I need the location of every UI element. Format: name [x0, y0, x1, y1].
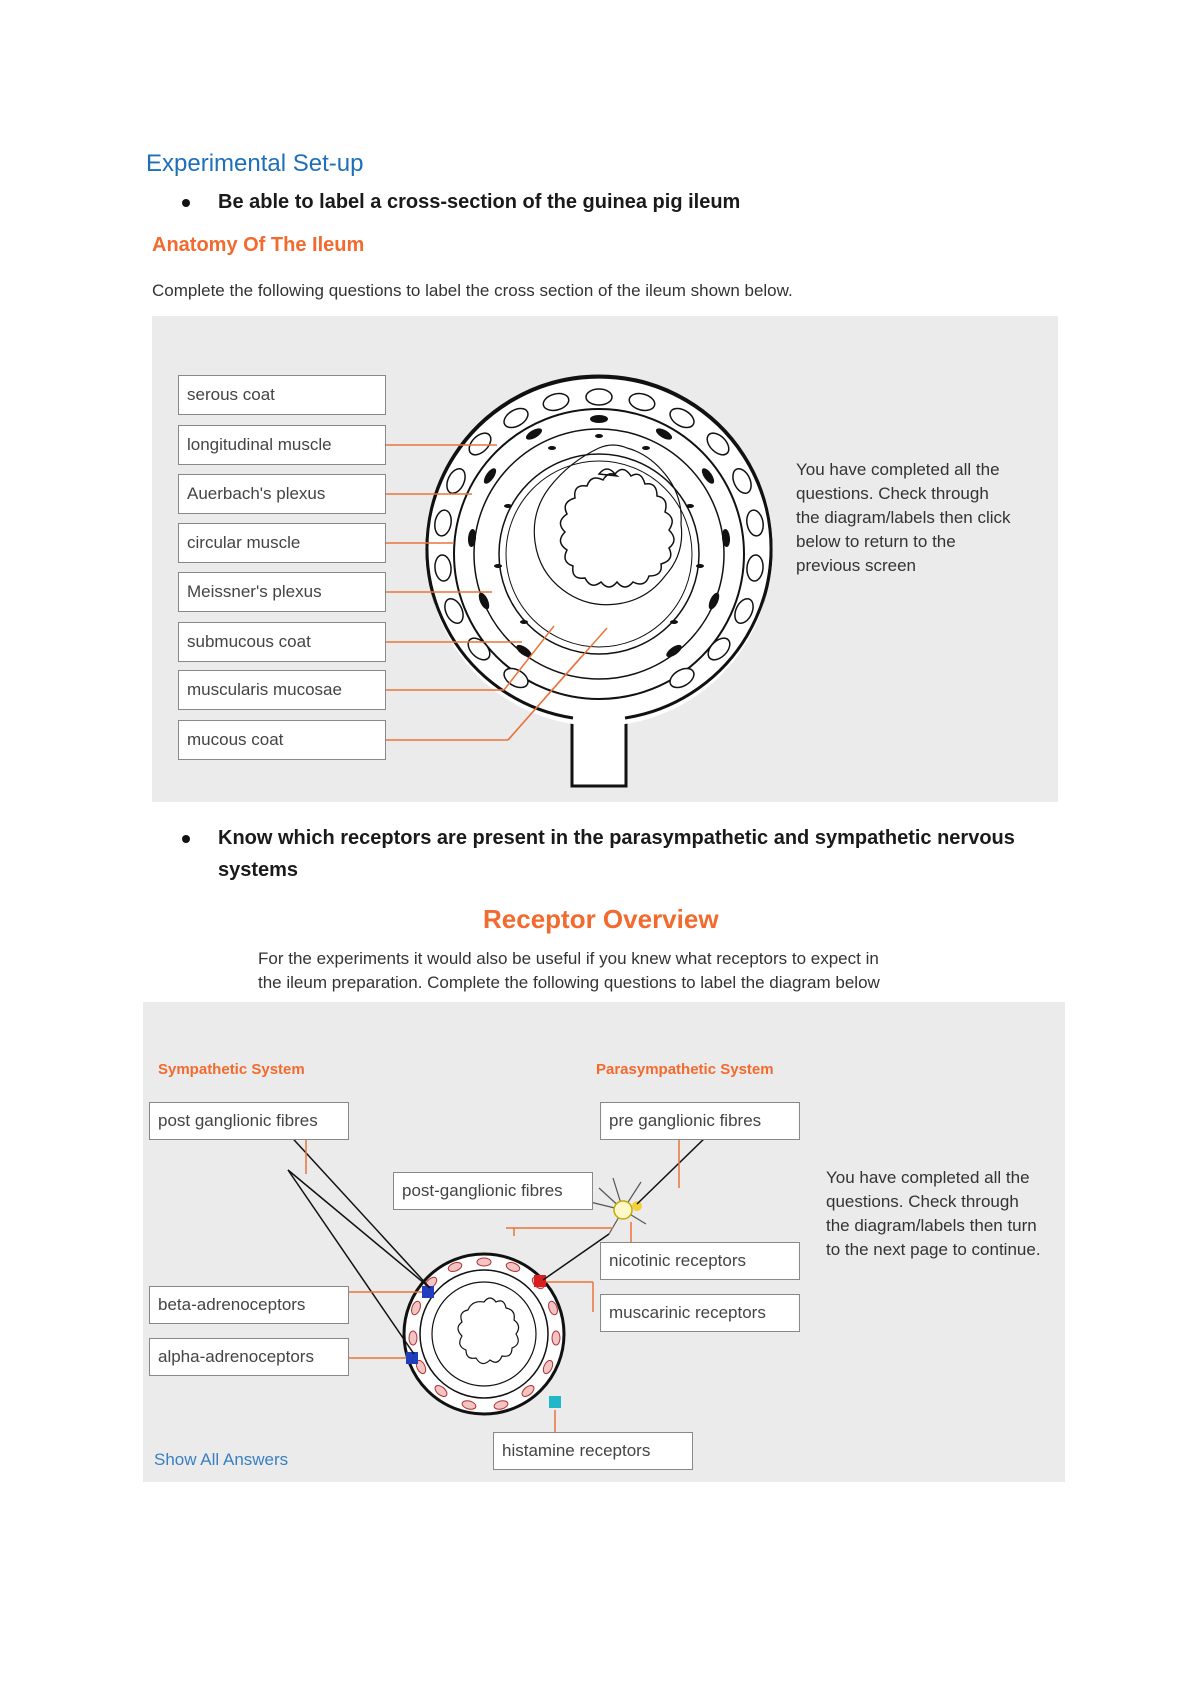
label-muscarinic-receptors[interactable]: muscarinic receptors: [600, 1294, 800, 1332]
anatomy-panel: serous coat longitudinal muscle Auerbach…: [152, 316, 1058, 802]
bullet-receptors: Know which receptors are present in the …: [218, 822, 1015, 886]
receptor-completion-note: You have completed all the questions. Ch…: [826, 1166, 1041, 1262]
anatomy-title: Anatomy Of The Ileum: [152, 234, 364, 257]
label-alpha-adrenoceptors[interactable]: alpha-adrenoceptors: [149, 1338, 349, 1376]
label-post-ganglionic-fibres-sympathetic[interactable]: post ganglionic fibres: [149, 1102, 349, 1140]
bullet-dot: [182, 835, 190, 843]
label-nicotinic-receptors[interactable]: nicotinic receptors: [600, 1242, 800, 1280]
bullet-label-ileum: Be able to label a cross-section of the …: [218, 186, 740, 218]
receptor-panel: Sympathetic System Parasympathetic Syste…: [143, 1002, 1065, 1482]
label-histamine-receptors[interactable]: histamine receptors: [493, 1432, 693, 1470]
bullet-text-continued: systems: [218, 854, 1015, 886]
bullet-text: Know which receptors are present in the …: [218, 822, 1015, 854]
bullet-text: Be able to label a cross-section of the …: [218, 191, 740, 213]
note-line: You have completed all the: [796, 458, 1011, 482]
beta-receptor-marker: [422, 1286, 434, 1298]
alpha-receptor-marker: [406, 1352, 418, 1364]
anatomy-intro: Complete the following questions to labe…: [152, 281, 793, 301]
label-post-ganglionic-fibres-parasympathetic[interactable]: post-ganglionic fibres: [393, 1172, 593, 1210]
sympathetic-system-title: Sympathetic System: [158, 1061, 305, 1078]
show-all-answers-link[interactable]: Show All Answers: [154, 1450, 288, 1470]
receptor-intro: For the experiments it would also be use…: [258, 947, 880, 995]
note-line: questions. Check through: [826, 1190, 1041, 1214]
parasympathetic-system-title: Parasympathetic System: [596, 1061, 774, 1078]
bullet-dot: [182, 199, 190, 207]
histamine-receptor-marker: [549, 1396, 561, 1408]
note-line: the diagram/labels then click: [796, 506, 1011, 530]
label-pre-ganglionic-fibres[interactable]: pre ganglionic fibres: [600, 1102, 800, 1140]
intro-line: the ileum preparation. Complete the foll…: [258, 971, 880, 995]
muscarinic-receptor-marker: [534, 1275, 546, 1287]
ganglion-neuron-icon: [614, 1201, 632, 1219]
section-heading: Experimental Set-up: [146, 150, 363, 178]
note-line: to the next page to continue.: [826, 1238, 1041, 1262]
intro-line: For the experiments it would also be use…: [258, 947, 880, 971]
label-beta-adrenoceptors[interactable]: beta-adrenoceptors: [149, 1286, 349, 1324]
note-line: You have completed all the: [826, 1166, 1041, 1190]
note-line: questions. Check through: [796, 482, 1011, 506]
note-line: previous screen: [796, 554, 1011, 578]
note-line: below to return to the: [796, 530, 1011, 554]
anatomy-completion-note: You have completed all the questions. Ch…: [796, 458, 1011, 578]
receptor-title: Receptor Overview: [483, 904, 719, 935]
note-line: the diagram/labels then turn: [826, 1214, 1041, 1238]
